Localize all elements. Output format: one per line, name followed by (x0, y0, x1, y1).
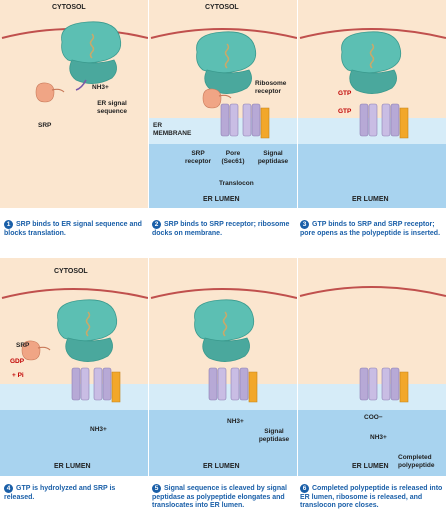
panel-step-6: COO− NH3+ Completed polypeptide ER LUMEN (298, 258, 446, 476)
gtp-label: GTP (338, 108, 352, 115)
gdp-label: GDP (10, 358, 25, 365)
translocon-label: Translocon (219, 180, 254, 187)
srp-label: SRP (38, 122, 52, 129)
coo-label: COO− (364, 414, 383, 421)
signal-peptidase-label: Signal peptidase (258, 428, 290, 443)
panel-3-illustration (298, 0, 446, 208)
srp-label: SRP (16, 342, 30, 349)
er-lumen-label: ER LUMEN (352, 196, 389, 203)
nh3-label: NH3+ (90, 426, 107, 433)
panel-4-illustration (0, 258, 148, 476)
gtp-label: GTP (338, 90, 352, 97)
panel-step-4: CYTOSOL SRP GDP + Pi NH3+ ER LUMEN (0, 258, 148, 476)
panel-1-illustration (0, 0, 148, 208)
nh3-label: NH3+ (370, 434, 387, 441)
step-text: Completed polypeptide is released into E… (300, 485, 443, 509)
nh3-label: NH3+ (92, 84, 109, 91)
step-number: 6 (300, 484, 309, 493)
cytosol-label: CYTOSOL (205, 4, 239, 11)
panel-step-2: CYTOSOL Ribosome receptor ER MEMBRANE SR… (149, 0, 297, 208)
step-number: 1 (4, 220, 13, 229)
pore-label: Pore (Sec61) (221, 150, 245, 165)
panel-2-illustration (149, 0, 297, 208)
step-text: GTP binds to SRP and SRP receptor; pore … (300, 221, 441, 237)
step-text: Signal sequence is cleaved by signal pep… (152, 485, 287, 509)
panel-6-illustration (298, 258, 446, 476)
step-number: 5 (152, 484, 161, 493)
er-lumen-label: ER LUMEN (352, 463, 389, 470)
panel-step-1: CYTOSOL NH3+ ER signal sequence SRP (0, 0, 148, 208)
cytosol-label: CYTOSOL (52, 4, 86, 11)
ribosome-receptor-label: Ribosome receptor (255, 80, 287, 95)
step-text: SRP binds to SRP receptor; ribosome dock… (152, 221, 290, 237)
srp-receptor-label: SRP receptor (184, 150, 211, 165)
er-lumen-label: ER LUMEN (203, 463, 240, 470)
panel-step-3: GTP GTP ER LUMEN (298, 0, 446, 208)
step-number: 3 (300, 220, 309, 229)
step-number: 2 (152, 220, 161, 229)
er-lumen-label: ER LUMEN (54, 463, 91, 470)
signal-peptidase-label: Signal peptidase (257, 150, 289, 165)
panel-step-5: NH3+ Signal peptidase ER LUMEN (149, 258, 297, 476)
er-membrane-label: ER MEMBRANE (153, 122, 192, 137)
step-text: GTP is hydrolyzed and SRP is released. (4, 485, 116, 501)
panel-5-illustration (149, 258, 297, 476)
nh3-label: NH3+ (227, 418, 244, 425)
completed-polypeptide-label: Completed polypeptide (398, 454, 435, 469)
pi-label: + Pi (12, 372, 24, 379)
cytosol-label: CYTOSOL (54, 268, 88, 275)
er-lumen-label: ER LUMEN (203, 196, 240, 203)
step-text: SRP binds to ER signal sequence and bloc… (4, 221, 142, 237)
er-signal-sequence-label: ER signal sequence (97, 100, 127, 115)
step-number: 4 (4, 484, 13, 493)
